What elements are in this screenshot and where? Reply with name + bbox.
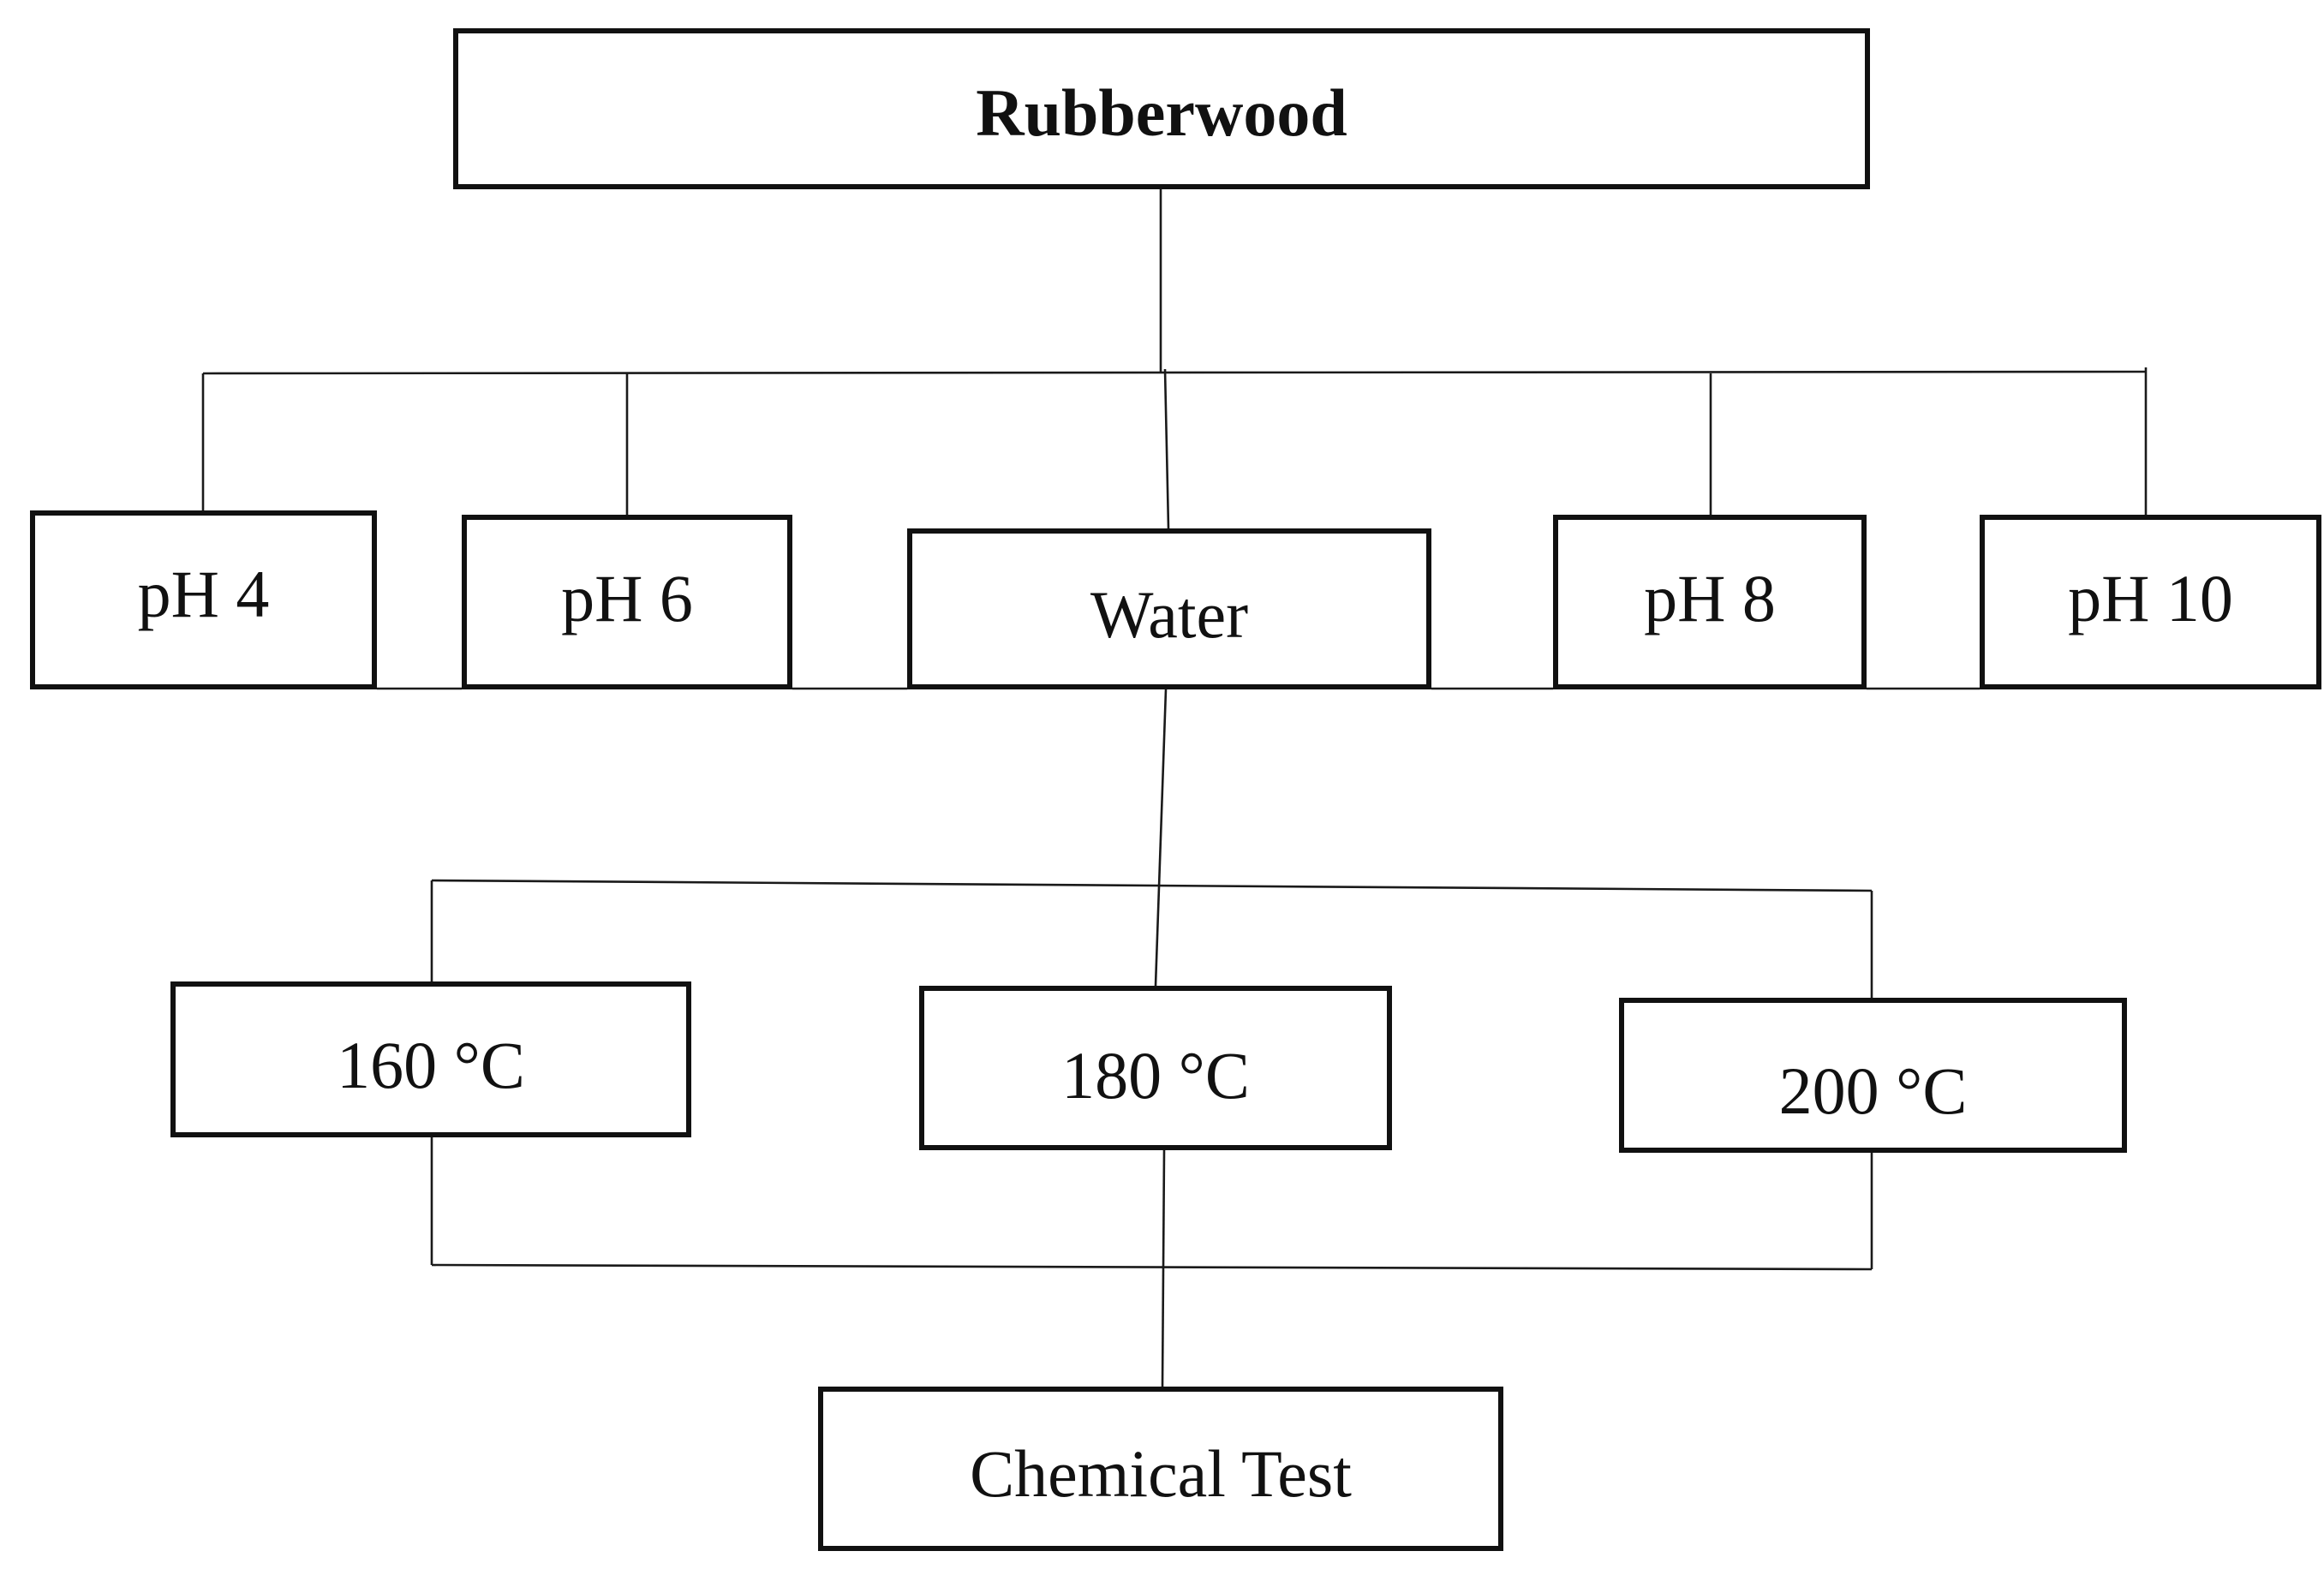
- connector-temperature-bus: [431, 879, 1873, 892]
- connector-merge-bus: [431, 1263, 1873, 1271]
- node-ph-6-label: pH 6: [561, 561, 693, 635]
- node-160c-label: 160 °C: [337, 1028, 525, 1102]
- node-chemical-test: Chemical Test: [818, 1387, 1503, 1551]
- connector-treatment-bus: [202, 370, 2147, 375]
- connector-to-water: [1163, 368, 1170, 529]
- node-ph-4: pH 4: [30, 510, 377, 689]
- node-chemical-test-label: Chemical Test: [970, 1436, 1352, 1511]
- connector-water-down: [1154, 689, 1168, 987]
- node-ph-4-label: pH 4: [137, 556, 270, 631]
- node-water: Water: [907, 528, 1431, 689]
- node-rubberwood: Rubberwood: [453, 28, 1870, 189]
- node-ph-10-label: pH 10: [2068, 561, 2233, 635]
- node-water-label: Water: [1090, 577, 1249, 652]
- node-rubberwood-label: Rubberwood: [976, 75, 1347, 150]
- node-180c-label: 180 °C: [1061, 1038, 1250, 1113]
- node-180c: 180 °C: [919, 986, 1392, 1150]
- node-ph-6: pH 6: [462, 515, 792, 689]
- node-160c: 160 °C: [170, 981, 691, 1137]
- node-200c-label: 200 °C: [1778, 1053, 1968, 1128]
- node-200c: 200 °C: [1619, 998, 2127, 1153]
- node-ph-8: pH 8: [1553, 515, 1867, 689]
- node-ph-10: pH 10: [1980, 515, 2321, 689]
- node-ph-8-label: pH 8: [1644, 561, 1776, 635]
- connector-to-chemical-test: [1161, 1149, 1166, 1387]
